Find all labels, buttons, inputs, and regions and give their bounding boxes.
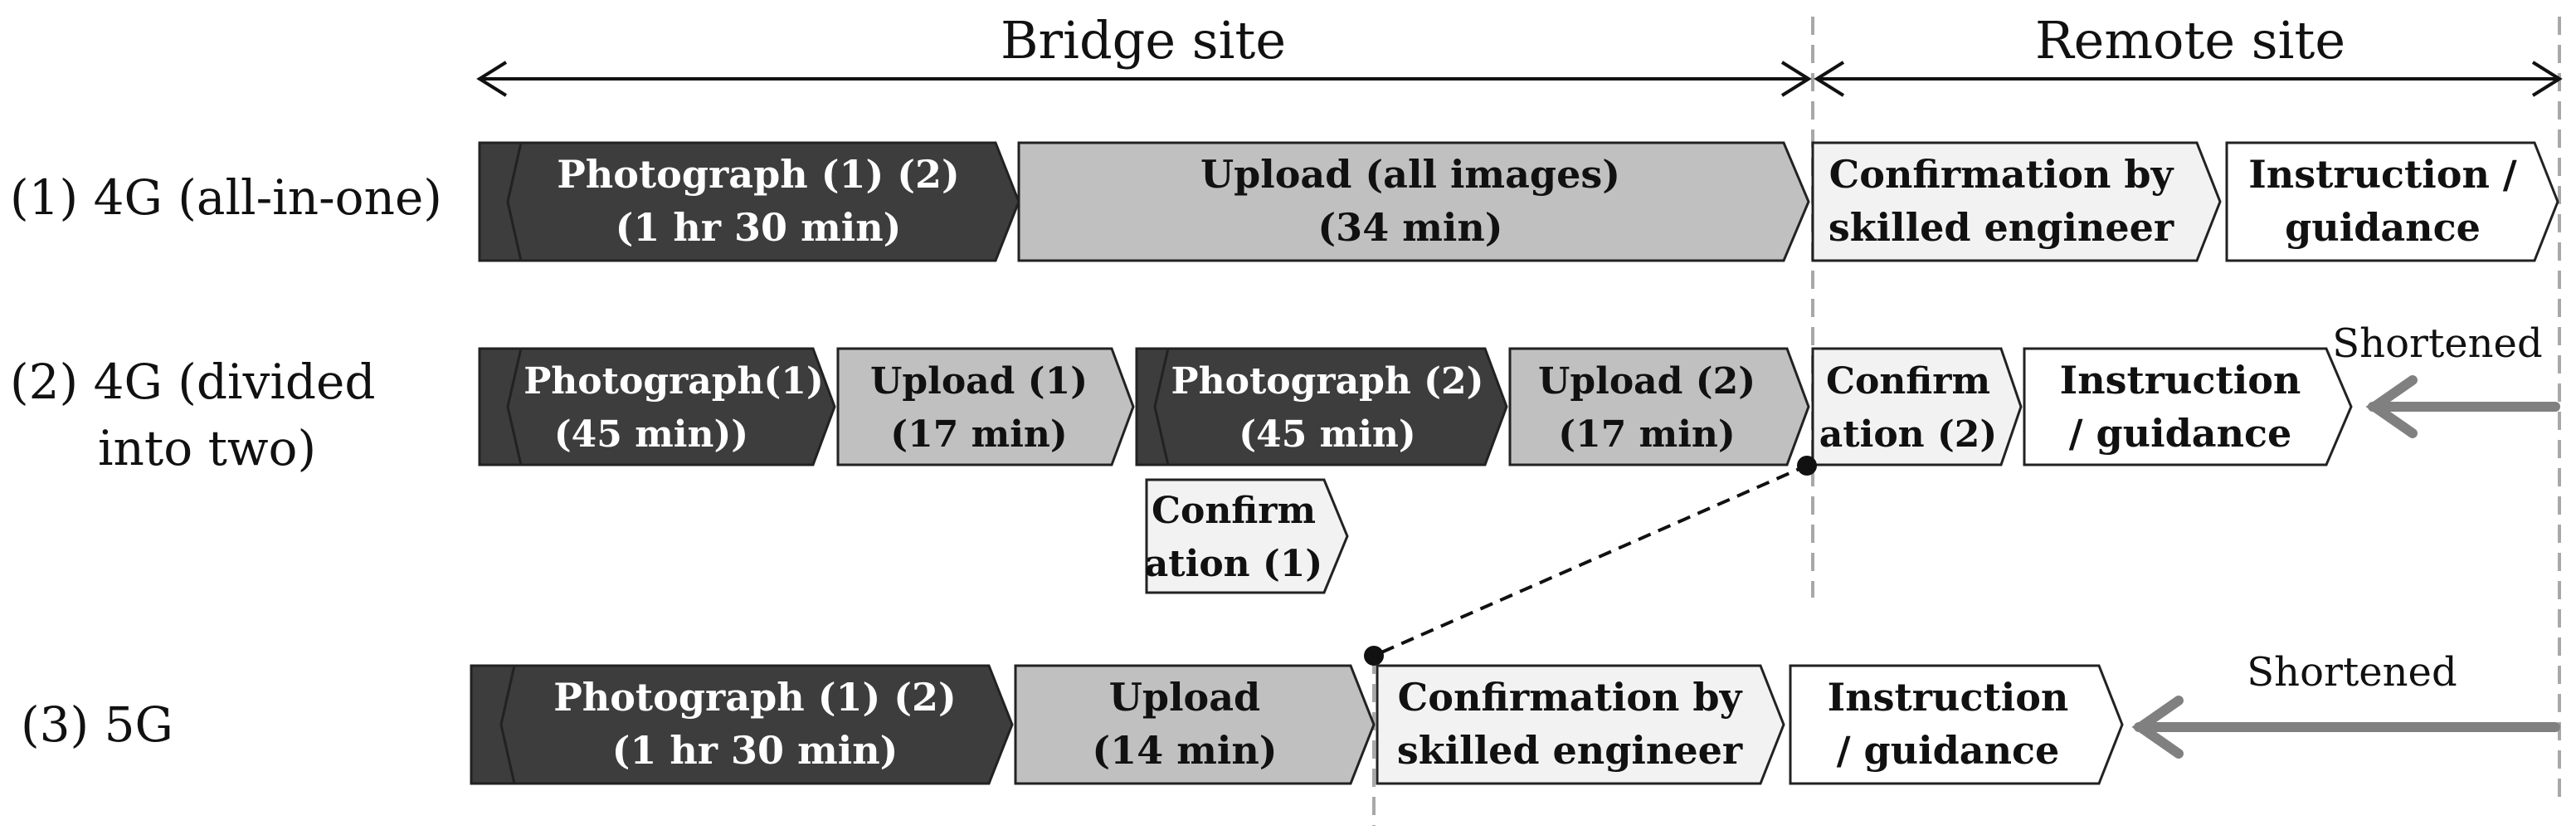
row-2-photograph-1-step: Photograph(1) (45 min)) bbox=[506, 347, 836, 466]
row-3-photograph-line-1: Photograph (1) (2) bbox=[553, 675, 957, 720]
row-2-label-line-1: (2) 4G (divided bbox=[10, 354, 375, 410]
row-3-photograph-step: Photograph (1) (2) (1 hr 30 min) bbox=[499, 664, 1014, 785]
row-2-photograph-2-step: Photograph (2) (45 min) bbox=[1153, 347, 1508, 466]
row-2-confirmation-2-step: Confirm ation (2) bbox=[1811, 347, 2023, 466]
row-3-confirmation-line-1: Confirmation by bbox=[1398, 675, 1743, 720]
row-3-upload-line-1: Upload bbox=[1109, 675, 1260, 720]
row-1-confirmation-line-2: skilled engineer bbox=[1829, 205, 2174, 250]
row-3-shortened-label: Shortened bbox=[2247, 649, 2457, 696]
row-2-upload-2-line-2: (17 min) bbox=[1558, 413, 1735, 456]
row-3-photograph-line-2: (1 hr 30 min) bbox=[612, 728, 898, 773]
row-1-instruction-line-2: guidance bbox=[2285, 205, 2481, 250]
row-1-confirmation-line-1: Confirmation by bbox=[1829, 152, 2174, 197]
row-2-instruction-line-2: / guidance bbox=[2069, 411, 2292, 456]
connector-dot-bottom bbox=[1364, 646, 1384, 666]
row-2-shortened-label: Shortened bbox=[2332, 320, 2542, 367]
row-3-confirmation-step: Confirmation by skilled engineer bbox=[1376, 664, 1785, 785]
row-2-photograph-1-line-2: (45 min)) bbox=[554, 413, 748, 456]
row-2-confirmation-1-line-2: ation (1) bbox=[1145, 543, 1322, 585]
row-3-instruction-step: Instruction / guidance bbox=[1789, 664, 2124, 785]
row-1-upload-line-2: (34 min) bbox=[1317, 205, 1502, 250]
row-2-confirmation-1-step: Confirm ation (1) bbox=[1145, 478, 1349, 594]
row-1-upload-line-1: Upload (all images) bbox=[1200, 152, 1620, 197]
row-1-instruction-step: Instruction / guidance bbox=[2225, 141, 2559, 262]
row-2-shortened-arrow bbox=[2365, 375, 2560, 438]
row-3-instruction-line-2: / guidance bbox=[1837, 728, 2060, 773]
bridge-site-span-arrow bbox=[476, 61, 1812, 97]
row-2-confirmation-2-line-1: Confirm bbox=[1826, 360, 1990, 403]
row-2-upload-1-line-1: Upload (1) bbox=[870, 360, 1088, 403]
connector-dot-top bbox=[1797, 456, 1817, 476]
row-2-confirmation-2-line-2: ation (2) bbox=[1819, 413, 1997, 456]
row-2-upload-2-line-1: Upload (2) bbox=[1538, 360, 1755, 403]
shortening-connector-line bbox=[1373, 463, 1809, 657]
row-2-photograph-2-line-2: (45 min) bbox=[1239, 413, 1415, 456]
remote-site-span-arrow bbox=[1814, 61, 2563, 97]
row-1-upload-step: Upload (all images) (34 min) bbox=[1017, 141, 1810, 262]
row-2-upload-1-step: Upload (1) (17 min) bbox=[836, 347, 1135, 466]
row-2-instruction-step: Instruction / guidance bbox=[2023, 347, 2353, 466]
row-1-photograph-line-1: Photograph (1) (2) bbox=[557, 152, 960, 197]
row-2-photograph-1-line-1: Photograph(1) bbox=[523, 360, 824, 403]
row-3-upload-line-2: (14 min) bbox=[1092, 728, 1277, 773]
row-2-upload-2-step: Upload (2) (17 min) bbox=[1508, 347, 1810, 466]
row-1-confirmation-step: Confirmation by skilled engineer bbox=[1811, 141, 2222, 262]
row-2-instruction-line-1: Instruction bbox=[2060, 358, 2301, 403]
row-1-label: (1) 4G (all-in-one) bbox=[10, 169, 442, 226]
row-3-shortened-arrow bbox=[2131, 696, 2560, 759]
row-3-label: (3) 5G bbox=[21, 696, 173, 753]
row-3-confirmation-line-2: skilled engineer bbox=[1397, 728, 1743, 773]
row-2-label-line-2: into two) bbox=[98, 420, 316, 476]
row-1-photograph-step: Photograph (1) (2) (1 hr 30 min) bbox=[506, 141, 1020, 262]
remote-site-label: Remote site bbox=[2035, 10, 2345, 71]
row-2-upload-1-line-2: (17 min) bbox=[890, 413, 1067, 456]
row-1-instruction-line-1: Instruction / bbox=[2248, 152, 2517, 197]
bridge-site-label: Bridge site bbox=[1001, 10, 1286, 71]
row-3-instruction-line-1: Instruction bbox=[1828, 675, 2069, 720]
row-2-photograph-2-line-1: Photograph (2) bbox=[1171, 360, 1484, 403]
row-3-upload-step: Upload (14 min) bbox=[1014, 664, 1376, 785]
row-2-confirmation-1-line-1: Confirm bbox=[1152, 490, 1316, 532]
row-1-photograph-line-2: (1 hr 30 min) bbox=[616, 205, 902, 250]
